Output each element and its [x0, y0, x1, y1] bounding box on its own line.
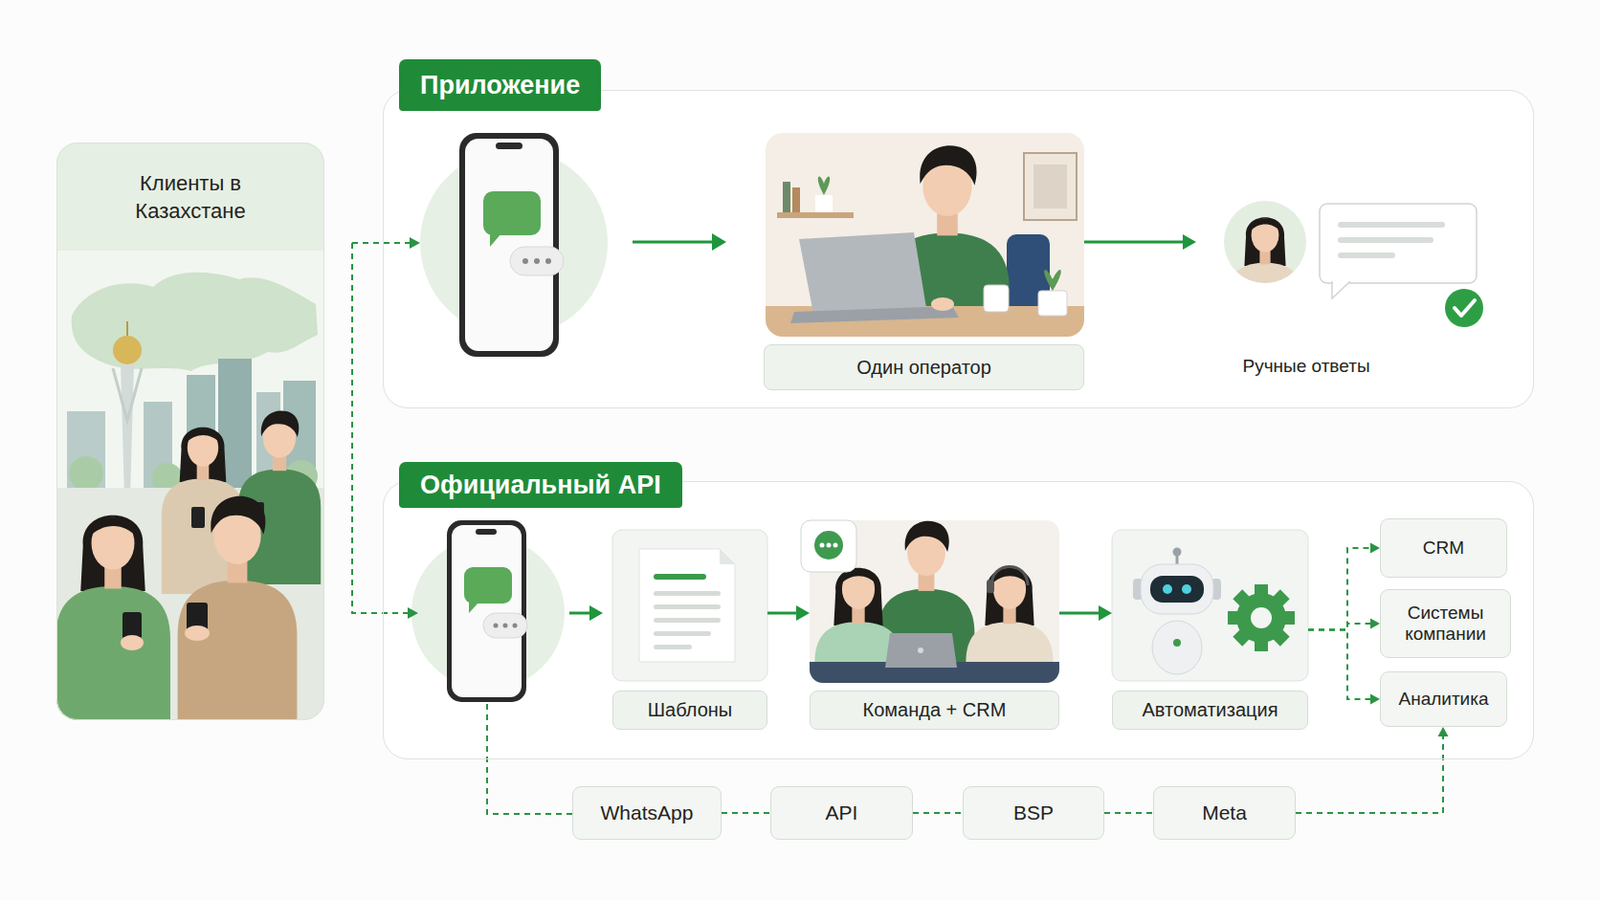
connector-line	[1084, 241, 1183, 245]
connector-line	[1104, 812, 1154, 815]
node-label: CRM	[1422, 537, 1465, 559]
node-label: Системы компании	[1390, 602, 1501, 645]
flow-arrow	[1295, 727, 1449, 814]
flow-arrow	[1308, 619, 1380, 631]
connector-line	[767, 612, 797, 616]
node-label: Шаблоны	[647, 699, 733, 722]
card-label: Шаблоны	[612, 690, 768, 731]
arrow-head	[1098, 605, 1112, 622]
connector-line	[1059, 612, 1099, 616]
chain-box: API	[770, 786, 913, 841]
connector-line	[1308, 630, 1371, 701]
connector-line	[1308, 623, 1371, 631]
operator-card: Один оператор	[763, 133, 1085, 391]
target-box: Аналитика	[1379, 671, 1508, 728]
panel-heading: Клиенты в Казахстане	[57, 143, 324, 252]
group-tab: Приложение	[399, 59, 601, 112]
clients-panel: Клиенты в Казахстане	[56, 142, 325, 721]
connector-line	[1295, 736, 1444, 814]
connector-line	[721, 812, 771, 815]
node-label: Один оператор	[856, 356, 992, 379]
templates-card: Шаблоны	[612, 530, 768, 731]
card-label: Команда + CRM	[809, 690, 1060, 731]
chain-box: WhatsApp	[572, 786, 722, 841]
flow-arrow	[912, 813, 963, 815]
flow-arrow	[1104, 813, 1154, 815]
card-label: Один оператор	[763, 344, 1085, 391]
connector-line	[912, 812, 963, 815]
flow-arrow	[767, 605, 810, 622]
chain-box: Meta	[1153, 786, 1296, 841]
node-label: API	[825, 801, 859, 825]
node-label: WhatsApp	[600, 801, 694, 825]
group-title: Официальный API	[420, 470, 662, 501]
group-tab: Официальный API	[399, 462, 683, 509]
node-label: Автоматизация	[1141, 699, 1278, 722]
arrow-head	[1438, 727, 1449, 737]
node-label: Meta	[1201, 801, 1247, 825]
node-label: Аналитика	[1398, 688, 1489, 711]
flow-arrow	[1308, 543, 1380, 631]
team-card: Команда + CRM	[809, 520, 1060, 731]
arrow-head	[1182, 234, 1197, 250]
group-title: Приложение	[420, 70, 580, 101]
target-box: Системы компании	[1379, 589, 1512, 659]
arrow-head	[1370, 619, 1380, 630]
node-label: Команда + CRM	[863, 699, 1007, 722]
caption-holder: Ручные ответы	[1196, 355, 1417, 378]
reply-card: Ручные ответы	[1196, 196, 1417, 383]
connector-line	[1308, 548, 1371, 631]
arrow-head	[1370, 543, 1380, 555]
chain-box: BSP	[962, 786, 1105, 841]
node-label: BSP	[1013, 801, 1054, 825]
channel-group: Официальный APIШаблоныКоманда + CRMАвтом…	[382, 481, 1534, 760]
automation-card: Автоматизация	[1111, 530, 1309, 731]
flow-arrow	[1059, 605, 1112, 622]
card-label: Автоматизация	[1111, 690, 1309, 731]
arrow-head	[1370, 694, 1380, 706]
channel-group: ПриложениеОдин операторРучные ответы	[382, 89, 1534, 409]
flow-arrow	[1308, 630, 1380, 706]
node-label: Клиенты в Казахстане	[82, 170, 299, 225]
arrow-head	[796, 605, 810, 622]
target-box: CRM	[1379, 518, 1508, 578]
flow-arrow	[721, 813, 771, 815]
flow-arrow	[1084, 234, 1197, 250]
node-label: Ручные ответы	[1196, 355, 1417, 378]
